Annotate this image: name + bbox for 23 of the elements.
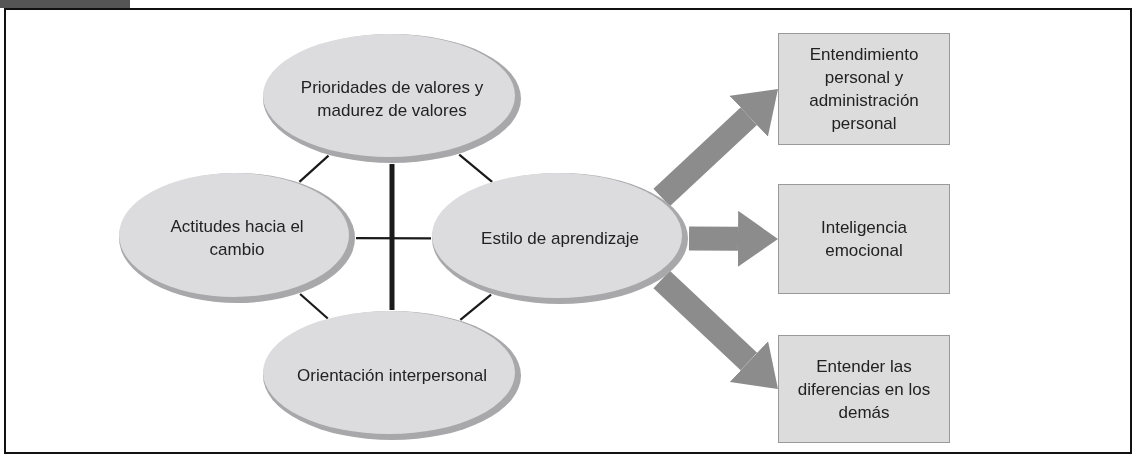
- connector-line: [356, 237, 431, 240]
- connector-line: [459, 293, 492, 321]
- node-text: Actitudes hacia el cambio: [169, 216, 305, 261]
- connector-line: [458, 153, 493, 183]
- connector-line: [298, 154, 330, 183]
- value-ellipse: [118, 172, 356, 304]
- outcome-box: [778, 33, 950, 145]
- outcome-box: [778, 184, 950, 294]
- value-ellipse: [262, 33, 522, 164]
- value-ellipse: [431, 172, 689, 305]
- block-arrow: [653, 270, 778, 389]
- node-text: Entender las diferencias en los demás: [796, 355, 932, 424]
- node-text: Entendimiento personal y administración personal: [808, 44, 920, 135]
- block-arrow: [688, 210, 778, 267]
- node-text: Estilo de aprendizaje: [481, 228, 639, 250]
- value-ellipse: [262, 310, 522, 441]
- node-text: Inteligencia emocional: [820, 217, 908, 262]
- node-text: Orientación interpersonal: [297, 365, 487, 387]
- node-text: Prioridades de valores y madurez de valores: [299, 76, 485, 122]
- block-arrow: [653, 89, 778, 207]
- connector-line: [299, 293, 329, 320]
- connector-line: [389, 164, 395, 310]
- outcome-box: [778, 335, 950, 443]
